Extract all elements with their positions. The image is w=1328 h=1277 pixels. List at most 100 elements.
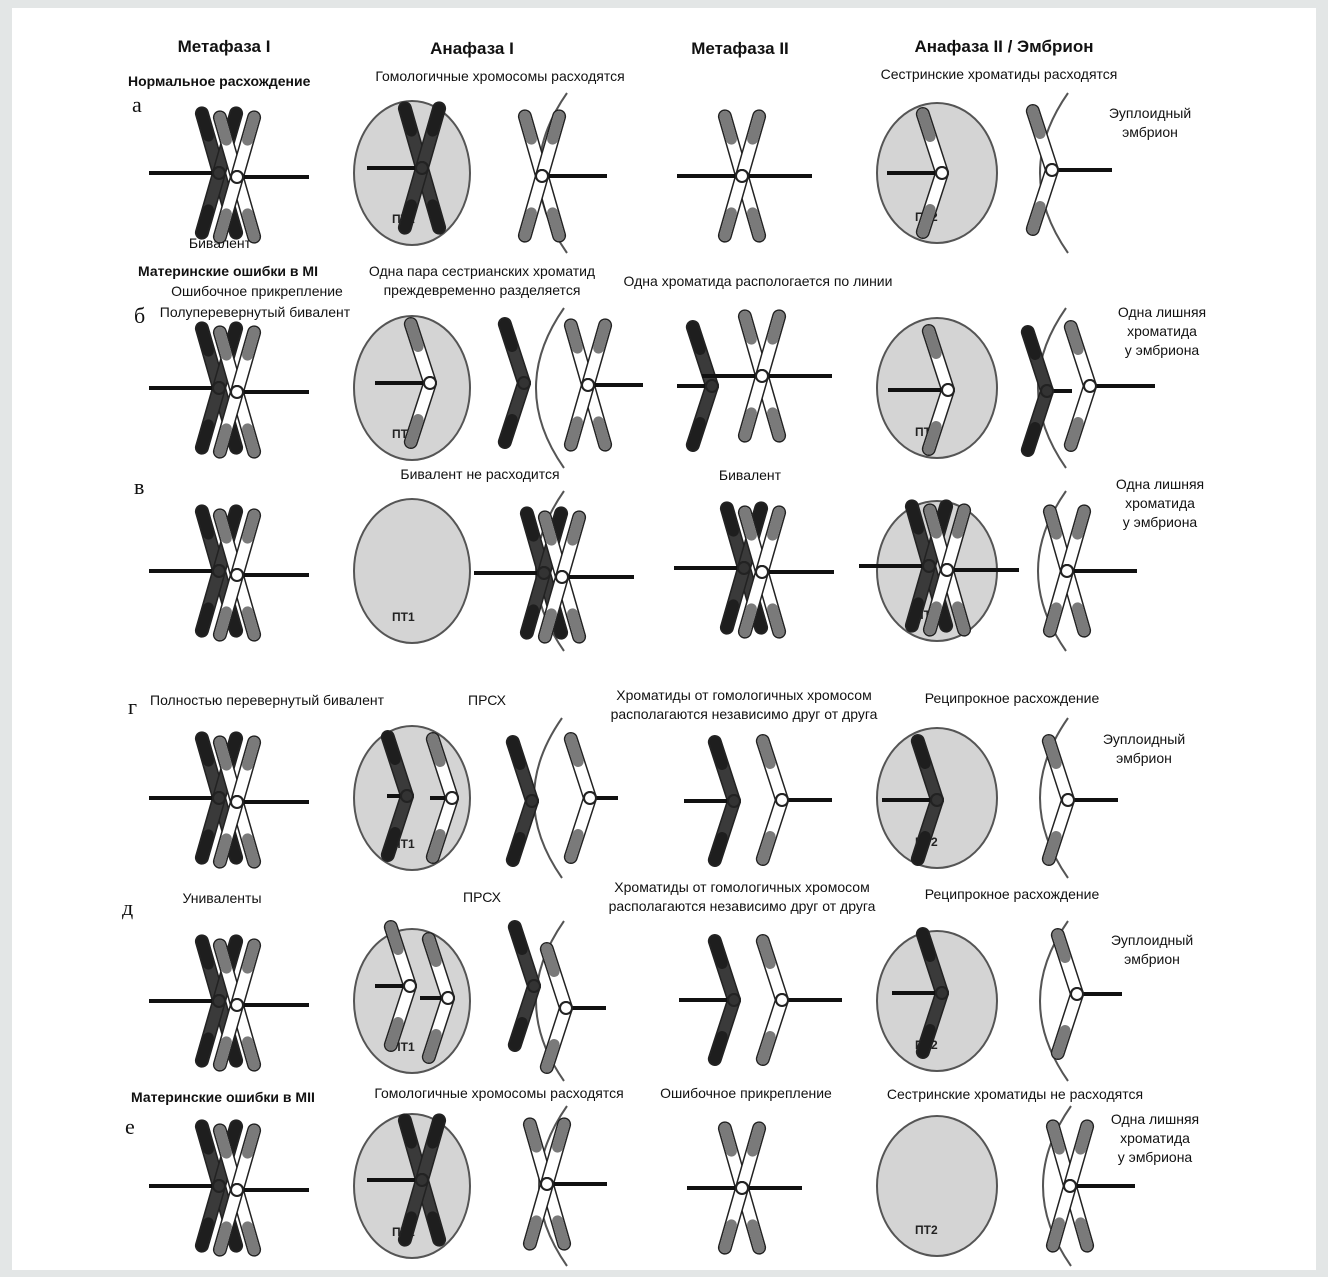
chromatid-band xyxy=(923,934,930,956)
chromatid-band xyxy=(1053,1223,1059,1246)
chromatid-band xyxy=(505,420,512,442)
chromatid-band xyxy=(727,508,733,531)
label-g-outcome-2: эмбрион xyxy=(1116,750,1172,766)
chromatid-band xyxy=(505,324,512,346)
chromatid-band xyxy=(248,1227,254,1250)
chromatid-band xyxy=(693,327,700,349)
chromatid-band xyxy=(433,108,439,131)
section-mii-errors: Материнские ошибки в MII xyxy=(131,1089,315,1105)
chromatid-band xyxy=(388,833,395,855)
centromere xyxy=(404,980,416,992)
chromatid-band xyxy=(545,614,551,637)
label-e-outcome-3: у эмбриона xyxy=(1118,1149,1193,1165)
chromatid-band xyxy=(599,325,605,348)
chromatid-band xyxy=(1050,511,1056,534)
centromere xyxy=(231,569,243,581)
chromatid-band xyxy=(202,328,208,351)
chromatid-band xyxy=(527,610,533,633)
chromatid-band xyxy=(929,427,936,449)
chromatid-band xyxy=(745,512,751,535)
chromatid-band xyxy=(525,213,531,236)
centromere xyxy=(1064,1180,1076,1192)
chromatid-band xyxy=(1081,1223,1087,1246)
centromere xyxy=(736,1182,748,1194)
chromatid-band xyxy=(1033,111,1040,133)
chromatid-band xyxy=(725,116,731,139)
oocyte-membrane xyxy=(536,308,564,468)
centromere xyxy=(942,384,954,396)
chromatid-band xyxy=(248,1130,254,1153)
chromatid-band xyxy=(958,607,964,630)
label-b-outcome-1: Одна лишняя xyxy=(1118,304,1206,320)
label-e-anaphase2: Сестринские хроматиды не расходятся xyxy=(887,1086,1143,1102)
label-b-outcome-3: у эмбриона xyxy=(1125,342,1200,358)
chromatid-band xyxy=(202,1038,208,1061)
header-metaphase-2: Метафаза II xyxy=(691,39,789,58)
centromere xyxy=(401,790,413,802)
chromatid-band xyxy=(405,205,411,228)
label-a-outcome-2: эмбрион xyxy=(1122,124,1178,140)
centromere xyxy=(936,167,948,179)
section-normal: Нормальное расхождение xyxy=(128,73,311,89)
chromatid-band xyxy=(918,837,925,859)
figure-panel: Метафаза I Анафаза I Метафаза II Анафаза… xyxy=(12,8,1316,1270)
chromatid-band xyxy=(248,945,254,968)
chromatid-band xyxy=(202,941,208,964)
chromatid-band xyxy=(248,612,254,635)
chromatid-band xyxy=(547,1045,554,1067)
label-d-meta2-2: располагаются независимо друг от друга xyxy=(609,898,876,914)
chromatid-band xyxy=(763,837,770,859)
chromatid-band xyxy=(930,510,936,533)
label-a-anaphase1: Гомологичные хромосомы расходятся xyxy=(375,68,624,84)
centromere xyxy=(231,171,243,183)
chromatid-band xyxy=(923,114,930,136)
label-g-meta1: Полностью перевернутый бивалент xyxy=(150,692,385,708)
chromatid-band xyxy=(715,742,722,764)
chromatid-band xyxy=(693,423,700,445)
chromatid-band xyxy=(220,1042,226,1065)
label-e-meta2: Ошибочное прикрепление xyxy=(660,1085,832,1101)
chromatid-band xyxy=(405,1120,411,1143)
label-g-anaphase1: ПРСХ xyxy=(468,692,507,708)
chromatid-band xyxy=(220,515,226,538)
chromatid-band xyxy=(202,1126,208,1149)
chromatid-band xyxy=(599,422,605,445)
centromere xyxy=(416,162,428,174)
chromatid-band xyxy=(558,1124,564,1147)
chromatid-band xyxy=(745,413,751,436)
chromatid-band xyxy=(220,945,226,968)
chromatid-band xyxy=(912,506,918,529)
centromere xyxy=(213,167,225,179)
label-v-outcome-3: у эмбриона xyxy=(1123,514,1198,530)
chromatid-band xyxy=(923,1030,930,1052)
chromatid-band xyxy=(429,1035,436,1057)
chromatid-band xyxy=(912,603,918,626)
label-b-meta2: Одна хроматида распологается по линии xyxy=(624,273,893,289)
centromere xyxy=(518,377,530,389)
chromatid-band xyxy=(725,1225,731,1248)
header-metaphase-1: Метафаза I xyxy=(178,37,271,56)
chromatid-band xyxy=(433,1217,439,1240)
centromere xyxy=(213,792,225,804)
chromatid-band xyxy=(220,839,226,862)
chromatid-band xyxy=(515,1023,522,1045)
chromatid-band xyxy=(202,113,208,136)
chromatid-band xyxy=(715,838,722,860)
chromatid-band xyxy=(958,510,964,533)
chromatid-band xyxy=(1053,1126,1059,1149)
centromere xyxy=(446,792,458,804)
chromatid-band xyxy=(923,210,930,232)
chromatid-band xyxy=(727,605,733,628)
centromere xyxy=(541,1178,553,1190)
chromatid-band xyxy=(429,939,436,961)
chromatid-band xyxy=(405,108,411,131)
centromere xyxy=(931,794,943,806)
label-e-outcome-1: Одна лишняя xyxy=(1111,1111,1199,1127)
chromatid-band xyxy=(220,1130,226,1153)
chromatid-band xyxy=(753,213,759,236)
label-b-meta1-2: Полуперевернутый бивалент xyxy=(160,304,351,320)
label-v-outcome-1: Одна лишняя xyxy=(1116,476,1204,492)
label-g-anaphase2: Реципрокное расхождение xyxy=(925,690,1100,706)
centromere xyxy=(728,994,740,1006)
chromatid-band xyxy=(715,1037,722,1059)
